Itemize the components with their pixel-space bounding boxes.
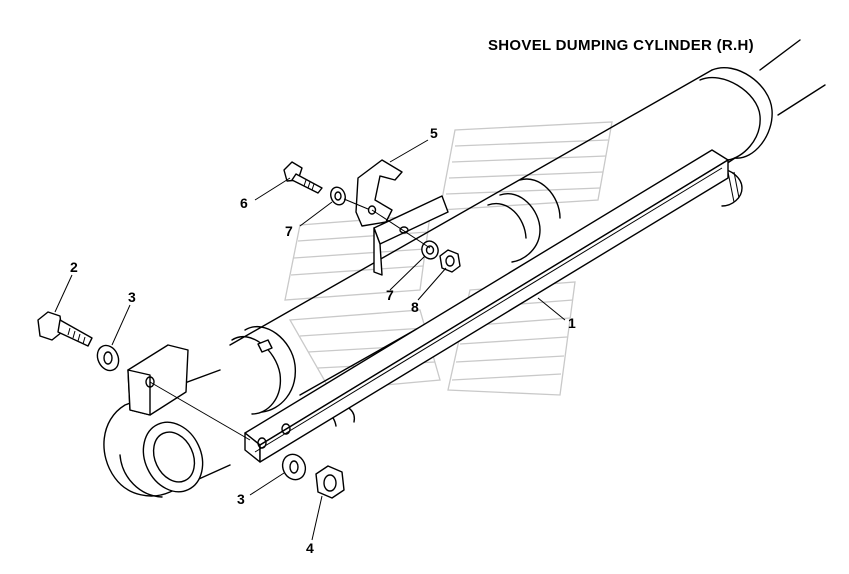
part-6-bolt [283,161,323,194]
cylinder-lug-bracket [127,344,189,416]
callout-7-lower: 7 [386,287,394,303]
part-2-bolt [37,311,93,347]
assembly-centerlines [149,198,431,441]
part-1-flat-bar [244,149,729,463]
part-3-washer-lower [281,453,307,481]
callout-leaders [54,139,566,541]
part-3-washer-upper [96,344,120,372]
part-8-nut [439,249,461,273]
callout-6: 6 [240,195,248,211]
callout-labels: 1 2 3 3 4 5 6 7 7 8 [70,125,576,556]
part-7-washer-upper [330,186,346,206]
callout-8: 8 [411,299,419,315]
callout-1: 1 [568,315,576,331]
part-5-bent-bracket [355,159,403,227]
callout-5: 5 [430,125,438,141]
callout-2: 2 [70,259,78,275]
cylinder-body [103,39,826,498]
upper-mounting-plate [373,195,449,276]
part-4-nut [315,465,345,499]
callout-3-upper: 3 [128,289,136,305]
callout-7-upper: 7 [285,223,293,239]
callout-4: 4 [306,540,314,556]
callout-3-lower: 3 [237,491,245,507]
diagram-title: SHOVEL DUMPING CYLINDER (R.H) [488,37,754,54]
